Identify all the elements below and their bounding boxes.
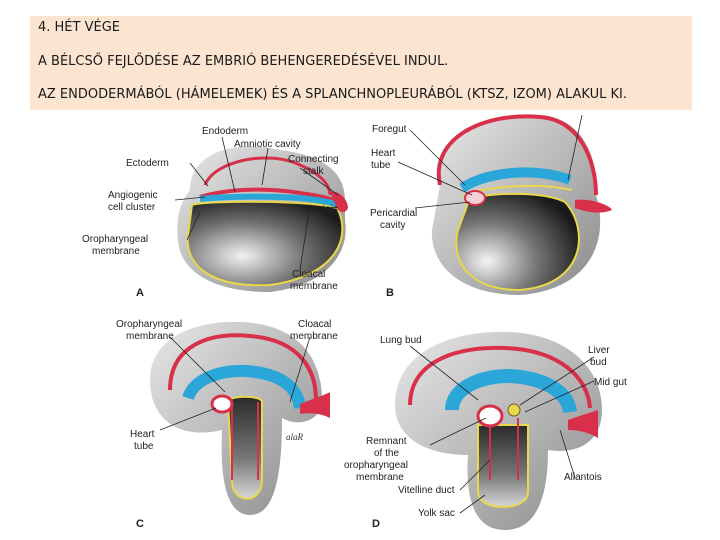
label-remnant-4: membrane <box>356 472 404 483</box>
panel-letter-a: A <box>136 287 144 299</box>
panel-d-heart <box>476 404 504 428</box>
panel-c-connecting-stalk <box>300 392 330 418</box>
panel-c-leader-lines <box>159 336 311 431</box>
label-ectoderm: Ectoderm <box>126 158 169 169</box>
illustrator-signature: alaR <box>286 432 304 442</box>
label-yolk-sac: Yolk sac <box>418 508 455 519</box>
label-foregut: Foregut <box>372 124 407 135</box>
panel-d-ectoderm <box>408 345 592 409</box>
panel-d: Lung bud Liver bud Mid gut Remnant of th… <box>344 331 627 530</box>
panel-a-connecting-stalk <box>330 191 348 213</box>
panel-a-leader-lines <box>174 136 339 271</box>
label-pericardial-2: cavity <box>380 220 406 231</box>
panel-d-leader-lines <box>409 345 595 514</box>
label-liver-bud-1: Liver <box>588 345 610 356</box>
label-cloacal-a-2: membrane <box>290 281 338 292</box>
label-angiogenic-2: cell cluster <box>108 202 156 213</box>
label-amniotic-cavity: Amniotic cavity <box>234 139 301 150</box>
panel-d-connecting-stalk <box>568 410 598 438</box>
slide-heading: 4. HÉT VÉGE <box>38 20 120 35</box>
panel-b-connecting-stalk <box>575 199 612 213</box>
label-heart-c-2: tube <box>134 441 154 452</box>
panel-b-endoderm <box>459 167 572 193</box>
label-remnant-2: of the <box>374 448 399 459</box>
label-oropharyngeal-a-1: Oropharyngeal <box>82 234 148 245</box>
label-liver-bud-2: bud <box>590 357 607 368</box>
panel-d-liver-bud <box>507 403 521 417</box>
panel-letter-d: D <box>372 518 380 530</box>
label-remnant-1: Remnant <box>366 436 407 447</box>
label-connecting-stalk-2: stalk <box>303 166 325 177</box>
panel-d-endoderm <box>445 368 577 414</box>
panel-b: Foregut Heart tube Pericardial cavity B <box>370 114 612 299</box>
label-pericardial-1: Pericardial <box>370 208 417 219</box>
panel-c: Oropharyngeal membrane Cloacal membrane … <box>116 319 338 530</box>
label-heart-b-2: tube <box>371 160 391 171</box>
label-cloacal-c-2: membrane <box>290 331 338 342</box>
panel-c-ectoderm <box>168 333 318 401</box>
label-allantois-d: Allantois <box>564 472 602 483</box>
label-connecting-stalk-1: Connecting <box>288 154 339 165</box>
label-cloacal-a-1: Cloacal <box>292 269 325 280</box>
label-endoderm: Endoderm <box>202 126 248 137</box>
panel-d-vitelline-duct <box>489 418 519 480</box>
label-vitelline-duct: Vitelline duct <box>398 485 455 496</box>
label-lung-bud: Lung bud <box>380 335 422 346</box>
label-angiogenic-1: Angiogenic <box>108 190 157 201</box>
panel-d-yolk-sac <box>477 424 529 508</box>
panel-c-heart-tube <box>210 394 234 414</box>
title-box: 4. HÉT VÉGE A BÉLCSŐ FEJLŐDÉSE AZ EMBRIÓ… <box>30 16 692 110</box>
label-heart-b-1: Heart <box>371 148 396 159</box>
panel-b-leader-lines <box>397 114 583 209</box>
label-allantois-a: Allantois <box>300 204 338 215</box>
panel-a-endoderm-disc <box>199 193 340 208</box>
panel-c-yolk-sac-wall <box>231 402 259 480</box>
label-oropharyngeal-c-1: Oropharyngeal <box>116 319 182 330</box>
panel-c-yolk-sac <box>226 395 263 500</box>
slide-text-line-2: AZ ENDODERMÁBÓL (HÁMELEMEK) ÉS A SPLANCH… <box>38 87 627 102</box>
slide-text-line-1: A BÉLCSŐ FEJLŐDÉSE AZ EMBRIÓ BEHENGEREDÉ… <box>38 54 449 69</box>
panel-letter-b: B <box>386 287 394 299</box>
label-remnant-3: oropharyngeal <box>344 460 408 471</box>
panel-a: Endoderm Amniotic cavity Ectoderm Connec… <box>82 126 348 299</box>
label-oropharyngeal-a-2: membrane <box>92 246 140 257</box>
label-midgut: Mid gut <box>594 377 627 388</box>
panel-b-ectoderm <box>436 114 598 196</box>
panel-c-endoderm <box>182 364 306 410</box>
panel-a-ectoderm-disc <box>199 187 339 204</box>
label-heart-c-1: Heart <box>130 429 155 440</box>
panel-letter-c: C <box>136 518 144 530</box>
panel-a-ectoderm <box>203 156 332 196</box>
panel-a-yolk-sac <box>186 200 344 287</box>
label-oropharyngeal-c-2: membrane <box>126 331 174 342</box>
panel-b-yolk-sac <box>455 192 580 292</box>
label-cloacal-c-1: Cloacal <box>298 319 331 330</box>
